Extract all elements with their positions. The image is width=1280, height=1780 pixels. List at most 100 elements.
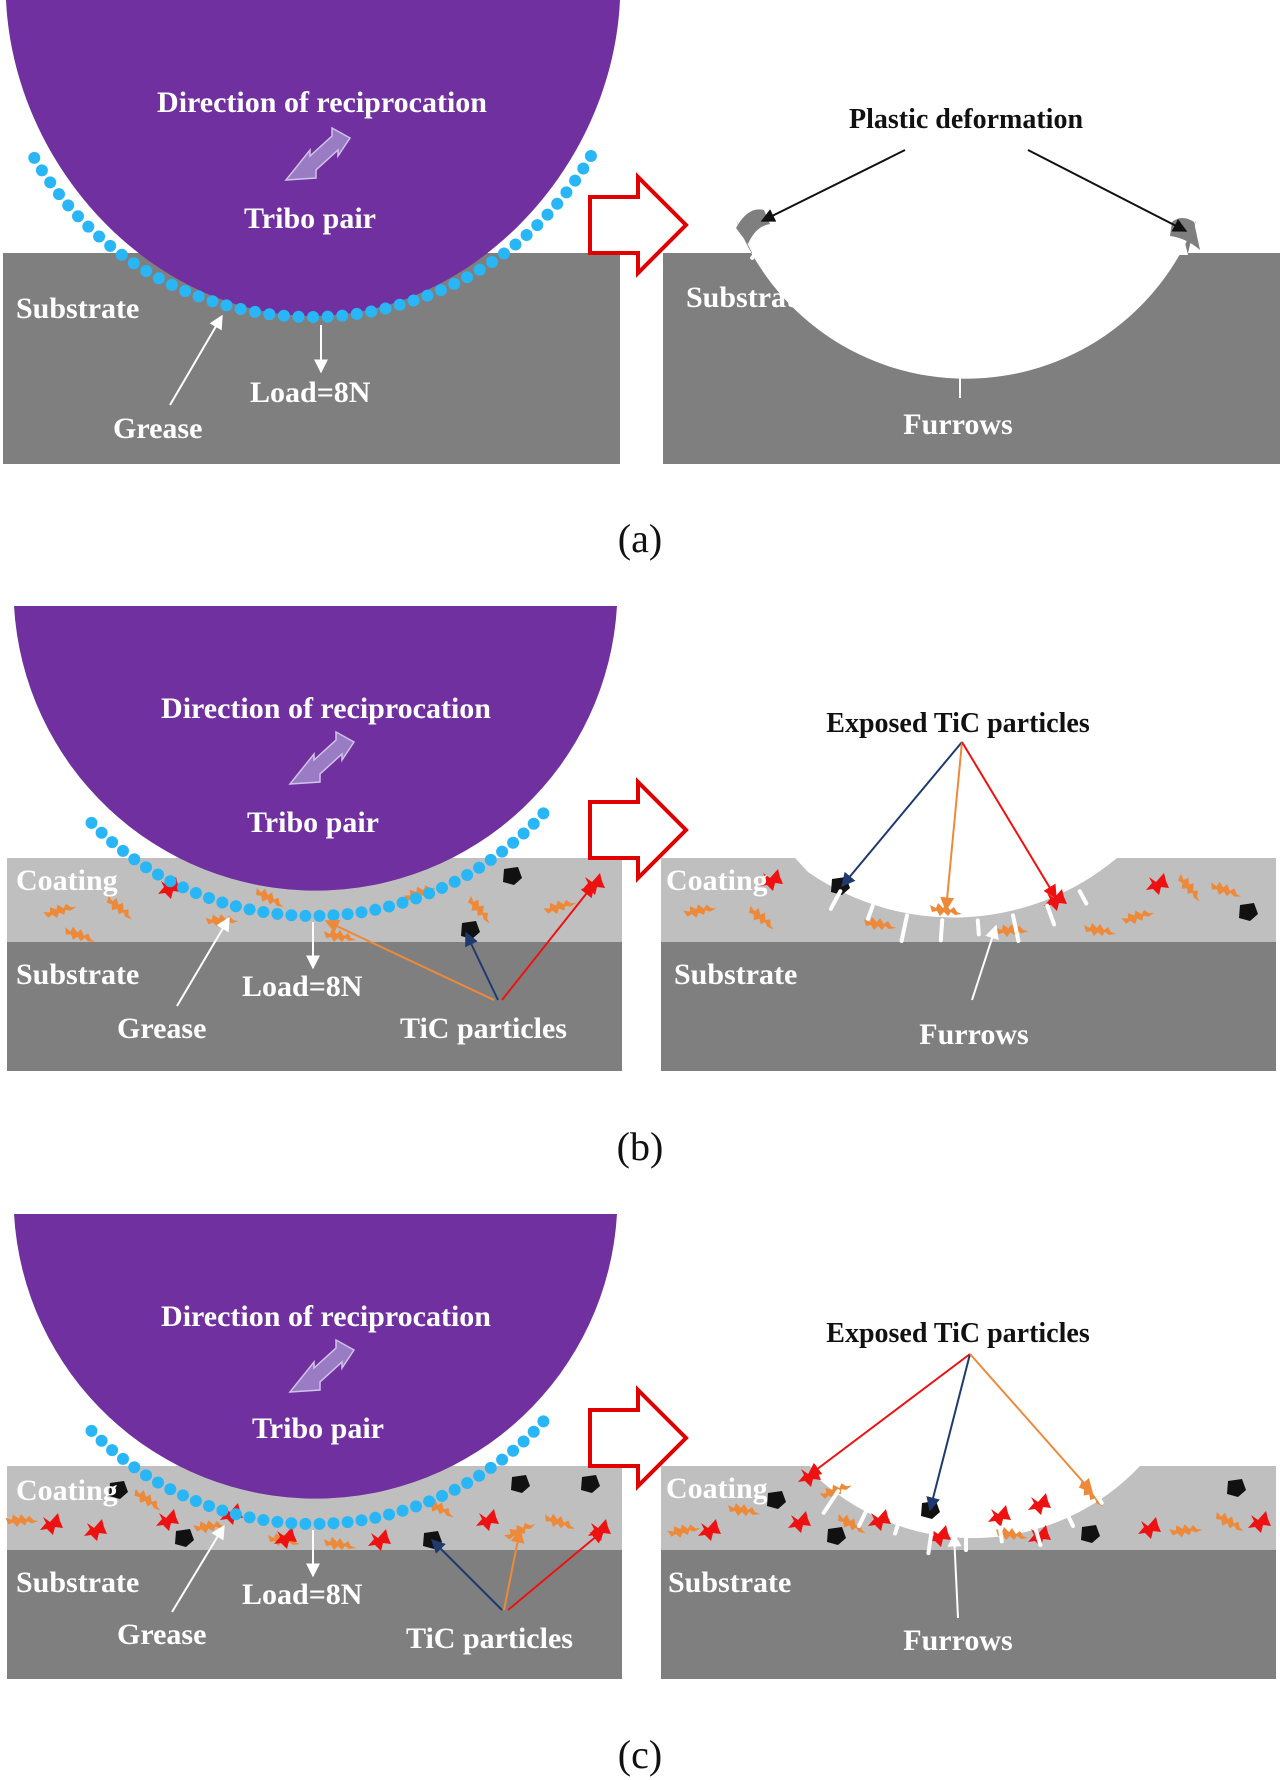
furrows [828, 889, 1089, 943]
grease-droplet [461, 271, 474, 284]
furrow [997, 1525, 1004, 1544]
grease-droplet [436, 881, 448, 894]
substrate-block [661, 1550, 1276, 1679]
furrows [750, 244, 1170, 343]
grease-droplet [507, 836, 520, 849]
grease-droplet [179, 285, 192, 297]
caption-c: (c) [618, 1732, 662, 1777]
grease-droplet [152, 868, 164, 881]
tribo-pair-label: Tribo pair [244, 202, 376, 235]
substrate-block [661, 942, 1276, 1071]
grease-droplet [128, 853, 141, 866]
grease-droplet [473, 861, 486, 874]
furrow [1011, 913, 1021, 943]
exposed-leader-red [961, 741, 1057, 900]
caption-b: (b) [617, 1124, 664, 1169]
load-label: Load=8N [242, 970, 363, 1003]
grease-droplet [285, 909, 298, 922]
grease-droplet [448, 277, 461, 290]
coating-label: Coating [666, 1472, 768, 1505]
grease-droplet [365, 305, 378, 318]
grease-droplet [507, 1444, 520, 1457]
grease-droplet [517, 827, 530, 840]
grease-droplet [350, 307, 363, 320]
tribo-pair-label: Tribo pair [247, 806, 379, 839]
grease-droplet [423, 1495, 436, 1508]
grease-droplet [473, 263, 486, 276]
grease-droplet [85, 1424, 98, 1437]
grease-leader [176, 916, 230, 1007]
grease-droplet [271, 1515, 284, 1528]
tic-leader-orange [324, 920, 495, 1001]
furrow [857, 1505, 870, 1528]
grease-droplet [584, 150, 597, 162]
furrows-leader [971, 924, 999, 1001]
furrow [884, 305, 892, 323]
caption-a: (a) [618, 516, 662, 561]
grease-droplet [206, 295, 219, 308]
furrow [975, 918, 981, 937]
grease-droplet [496, 845, 509, 858]
grease-droplet [85, 816, 98, 829]
grease-droplet [421, 289, 434, 302]
grease-droplet [473, 1469, 486, 1482]
furrow [899, 913, 909, 943]
tic-leader-orange [503, 1528, 525, 1611]
grease-droplet [115, 248, 128, 261]
grease-droplet [35, 164, 48, 177]
grease-droplet [486, 256, 499, 268]
grease-droplet [434, 284, 447, 297]
grease-droplet [62, 199, 75, 212]
furrow [1077, 889, 1089, 906]
coating-label: Coating [16, 1474, 118, 1507]
grease-droplet [299, 909, 312, 922]
furrow [1028, 305, 1036, 323]
furrow [893, 1518, 902, 1536]
grease-droplet [243, 903, 256, 916]
furrow [785, 271, 803, 298]
grease-leader [171, 1524, 225, 1613]
grease-droplet [423, 887, 436, 900]
substrate-label: Substrate [674, 958, 797, 991]
grease-droplet [299, 1517, 312, 1530]
grease-droplet [285, 1517, 298, 1530]
exposed-leader-orange [969, 1353, 1093, 1494]
grease-droplet [106, 1444, 119, 1457]
panel-b: Direction of reciprocation Tribo pair Co… [7, 606, 1276, 1169]
tic-particles-label: TiC particles [406, 1622, 573, 1655]
grease-droplet [95, 1434, 108, 1447]
grease-droplet [234, 303, 247, 315]
panel-b-worn: Exposed TiC particles Coating Substrate … [661, 708, 1276, 1071]
load-label: Load=8N [250, 376, 371, 409]
grease-droplet [216, 896, 229, 909]
worn-coating [661, 1466, 1276, 1550]
grease-label: Grease [117, 1012, 206, 1045]
grease-droplet [44, 176, 57, 189]
substrate-label: Substrate [668, 1566, 791, 1599]
grease-droplet [128, 1461, 141, 1474]
furrow [981, 312, 988, 337]
tic-leader-red [501, 882, 595, 1001]
direction-label: Direction of reciprocation [157, 86, 487, 119]
grease-droplet [164, 875, 177, 888]
grease-leader [169, 314, 223, 406]
furrows-label: Furrows [903, 1624, 1012, 1657]
furrows-leader [947, 1532, 962, 1619]
grease-droplet [140, 861, 152, 874]
grease-droplet [189, 1495, 202, 1507]
grease-droplet [327, 1517, 340, 1530]
furrow [828, 889, 843, 911]
grease-droplet [509, 238, 522, 251]
tic-leader-navy [431, 1539, 503, 1611]
furrow [750, 244, 763, 260]
grease-droplet [527, 817, 540, 830]
plastic-leader-right [1027, 149, 1188, 232]
grease-label: Grease [117, 1618, 206, 1651]
exposed-leader-orange [940, 741, 963, 912]
grease-droplet [257, 1514, 270, 1526]
panel-c: Direction of reciprocation Tribo pair Co… [5, 1214, 1276, 1777]
furrow [1157, 244, 1170, 260]
tribo-pair-ball [14, 606, 617, 891]
grease-droplet [307, 311, 320, 323]
worn-substrate [663, 220, 1280, 464]
